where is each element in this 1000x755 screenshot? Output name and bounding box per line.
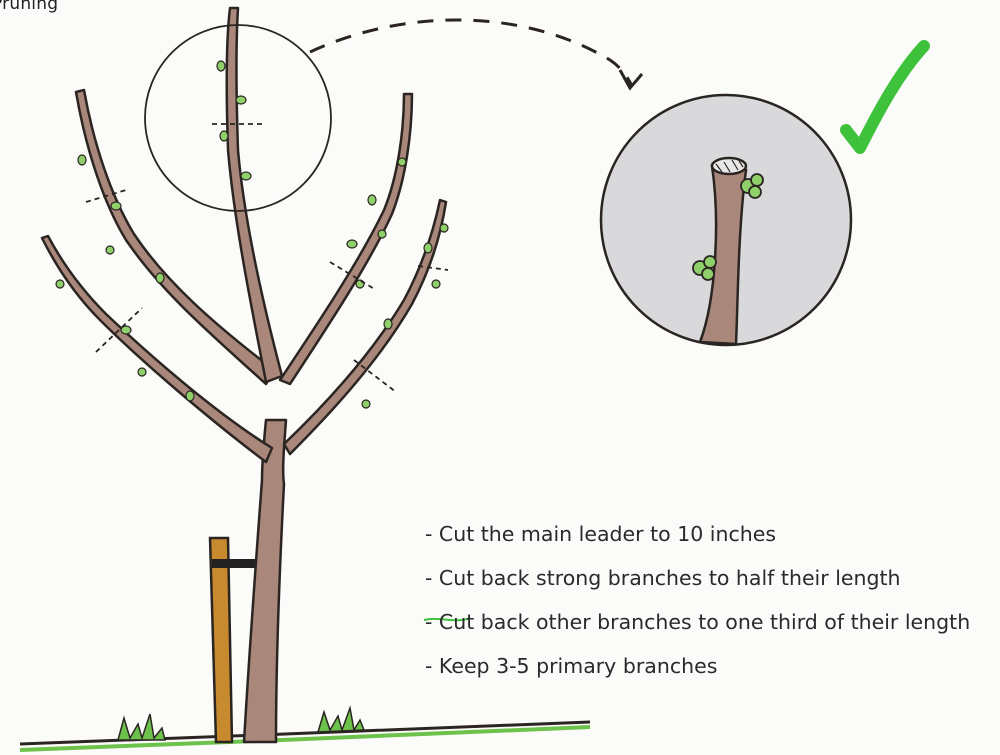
note-item: - Cut back other branches to one third o… [425,600,995,644]
young-tree [42,8,446,742]
curved-dashed-arrow [310,20,642,88]
grass-right [318,708,364,732]
note-item: - Cut the main leader to 10 inches [425,512,995,556]
page-title: Pruning [0,0,58,14]
ground [20,708,590,750]
note-item: - Keep 3-5 primary branches [425,644,995,688]
grass-left [118,714,165,740]
note-item: - Cut back strong branches to half their… [425,556,995,600]
cut-detail [601,95,851,345]
pruning-notes: - Cut the main leader to 10 inches - Cut… [425,512,995,688]
checkmark-icon [846,46,924,148]
